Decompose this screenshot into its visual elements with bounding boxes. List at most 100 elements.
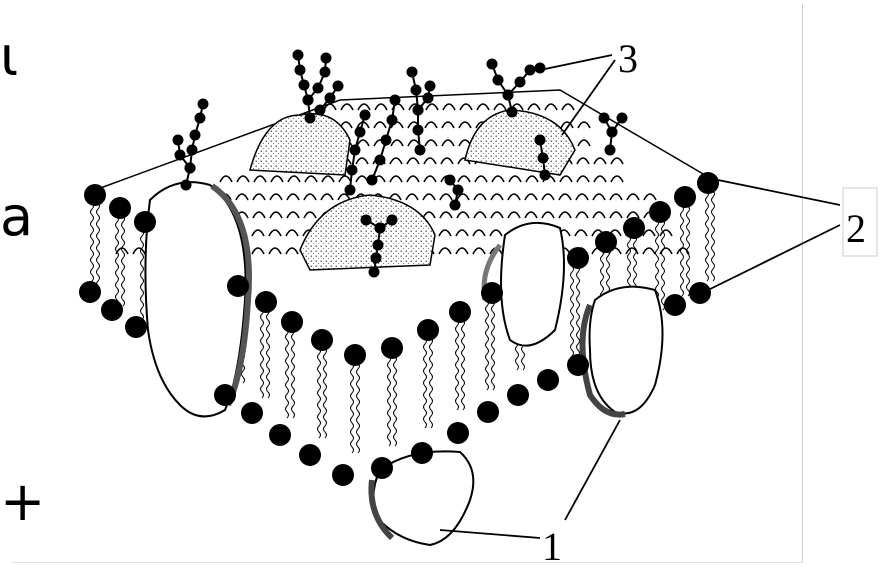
lipid-tail xyxy=(571,266,574,356)
phospholipid-head xyxy=(227,275,249,297)
head-arc xyxy=(494,104,506,110)
sugar-bead xyxy=(304,96,313,105)
head-arc xyxy=(439,230,451,236)
sugar-bead xyxy=(416,146,425,155)
head-arc xyxy=(356,158,368,164)
head-arc xyxy=(457,212,469,218)
head-arc xyxy=(321,194,333,200)
sugar-bead xyxy=(372,254,381,263)
head-arc xyxy=(406,194,418,200)
lipid-tail xyxy=(394,356,397,446)
head-arc xyxy=(477,104,489,110)
sugar-bead xyxy=(451,201,460,210)
head-arc xyxy=(339,176,351,182)
phospholipid-head xyxy=(214,384,236,406)
head-arc xyxy=(374,122,386,128)
head-arc xyxy=(542,194,554,200)
phospholipid-head xyxy=(411,442,433,464)
lipid-tail xyxy=(462,320,465,410)
head-arc xyxy=(286,248,298,254)
sugar-bead xyxy=(376,224,385,233)
head-arc xyxy=(236,194,248,200)
head-arc xyxy=(133,248,145,254)
lipid-tail xyxy=(681,206,684,296)
head-arc xyxy=(491,212,503,218)
sugar-bead xyxy=(536,136,545,145)
head-arc xyxy=(559,194,571,200)
head-arc xyxy=(253,194,265,200)
head-arc xyxy=(270,212,282,218)
head-arc xyxy=(577,176,589,182)
head-arc xyxy=(593,212,605,218)
lipid-tail xyxy=(267,308,270,398)
sugar-bead xyxy=(348,166,357,175)
lipid-tail xyxy=(430,338,433,428)
sugar-bead xyxy=(351,146,360,155)
head-arc xyxy=(358,104,370,110)
head-arc xyxy=(425,140,437,146)
head-arc xyxy=(270,194,282,200)
head-arc xyxy=(390,158,402,164)
head-arc xyxy=(304,194,316,200)
sugar-bead xyxy=(370,268,379,277)
phospholipid-head xyxy=(537,369,559,391)
head-arc xyxy=(575,230,587,236)
head-arc xyxy=(304,212,316,218)
head-arc xyxy=(439,248,451,254)
lipid-tail xyxy=(351,363,354,453)
phospholipid-head xyxy=(79,281,101,303)
sugar-bead xyxy=(539,154,548,163)
head-arc xyxy=(473,230,485,236)
head-arc xyxy=(442,122,454,128)
head-arc xyxy=(424,176,436,182)
head-arc xyxy=(576,194,588,200)
head-arc xyxy=(578,122,590,128)
head-arc xyxy=(375,104,387,110)
head-arc xyxy=(322,176,334,182)
phospholipid-head xyxy=(299,444,321,466)
sugar-bead xyxy=(196,114,205,123)
head-arc xyxy=(559,212,571,218)
phospholipid-head xyxy=(689,282,711,304)
sugar-bead xyxy=(600,114,609,123)
head-arc xyxy=(611,158,623,164)
phospholipid-head xyxy=(134,211,156,233)
phospholipid-head xyxy=(332,464,354,486)
head-arc xyxy=(492,176,504,182)
sugar-bead xyxy=(326,94,335,103)
phospholipid-head xyxy=(567,354,589,376)
head-arc xyxy=(460,104,472,110)
sugar-bead xyxy=(408,68,417,77)
integral-protein-middle xyxy=(501,223,564,346)
head-arc xyxy=(610,194,622,200)
head-arc xyxy=(611,176,623,182)
head-arc xyxy=(593,194,605,200)
head-arc xyxy=(269,248,281,254)
glycoprotein-mound-center xyxy=(300,195,435,270)
sugar-bead xyxy=(322,54,331,63)
sugar-bead xyxy=(199,100,208,109)
head-arc xyxy=(357,140,369,146)
head-arc xyxy=(458,176,470,182)
head-arc xyxy=(356,176,368,182)
lipid-tail xyxy=(292,328,295,418)
sugar-bead xyxy=(191,131,200,140)
lipid-tail xyxy=(486,300,489,390)
lipid-tail xyxy=(424,338,427,428)
lipid-tail xyxy=(97,203,100,293)
sugar-bead xyxy=(374,241,383,250)
sugar-bead xyxy=(414,126,423,135)
phospholipid-head xyxy=(664,294,686,316)
head-arc xyxy=(252,248,264,254)
integral-protein-left xyxy=(145,182,245,416)
sugar-bead xyxy=(446,176,455,185)
sugar-bead xyxy=(296,66,305,75)
head-arc xyxy=(287,212,299,218)
sugar-bead xyxy=(186,164,195,173)
head-arc xyxy=(424,158,436,164)
head-arc xyxy=(508,212,520,218)
sugar-bead xyxy=(391,96,400,105)
head-arc xyxy=(508,194,520,200)
head-arc xyxy=(528,104,540,110)
leader-3-a xyxy=(540,55,612,70)
